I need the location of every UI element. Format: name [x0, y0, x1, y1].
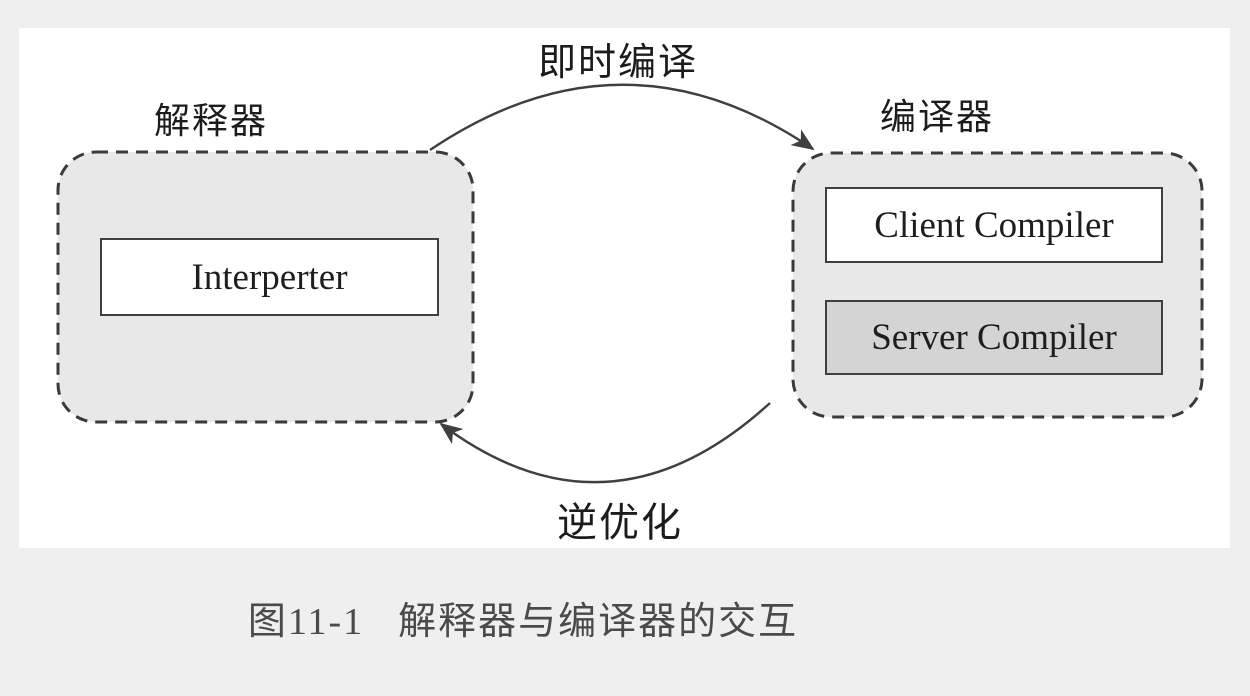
interpreter-group-title: 解释器: [153, 101, 268, 141]
jit-arrow-label: 即时编译: [537, 42, 698, 84]
interpreter-box: Interperter: [100, 238, 439, 316]
interpreter-group-border: [56, 150, 475, 424]
jit-arrow: [429, 83, 815, 151]
client-compiler-box: Client Compiler: [825, 187, 1163, 263]
figure-panel: 解释器 编译器 即时编译 逆优化 Interperter Client Comp…: [19, 28, 1230, 548]
deopt-arrow: [439, 402, 771, 484]
figure-number: 图11-1: [247, 600, 365, 643]
deopt-arrow-label: 逆优化: [557, 500, 683, 545]
server-compiler-box: Server Compiler: [825, 300, 1163, 375]
figure-title: 解释器与编译器的交互: [398, 600, 799, 643]
compiler-group-title: 编译器: [879, 97, 994, 137]
compiler-group-border: [791, 151, 1204, 419]
figure-caption: 图11-1 解释器与编译器的交互: [0, 592, 1046, 643]
